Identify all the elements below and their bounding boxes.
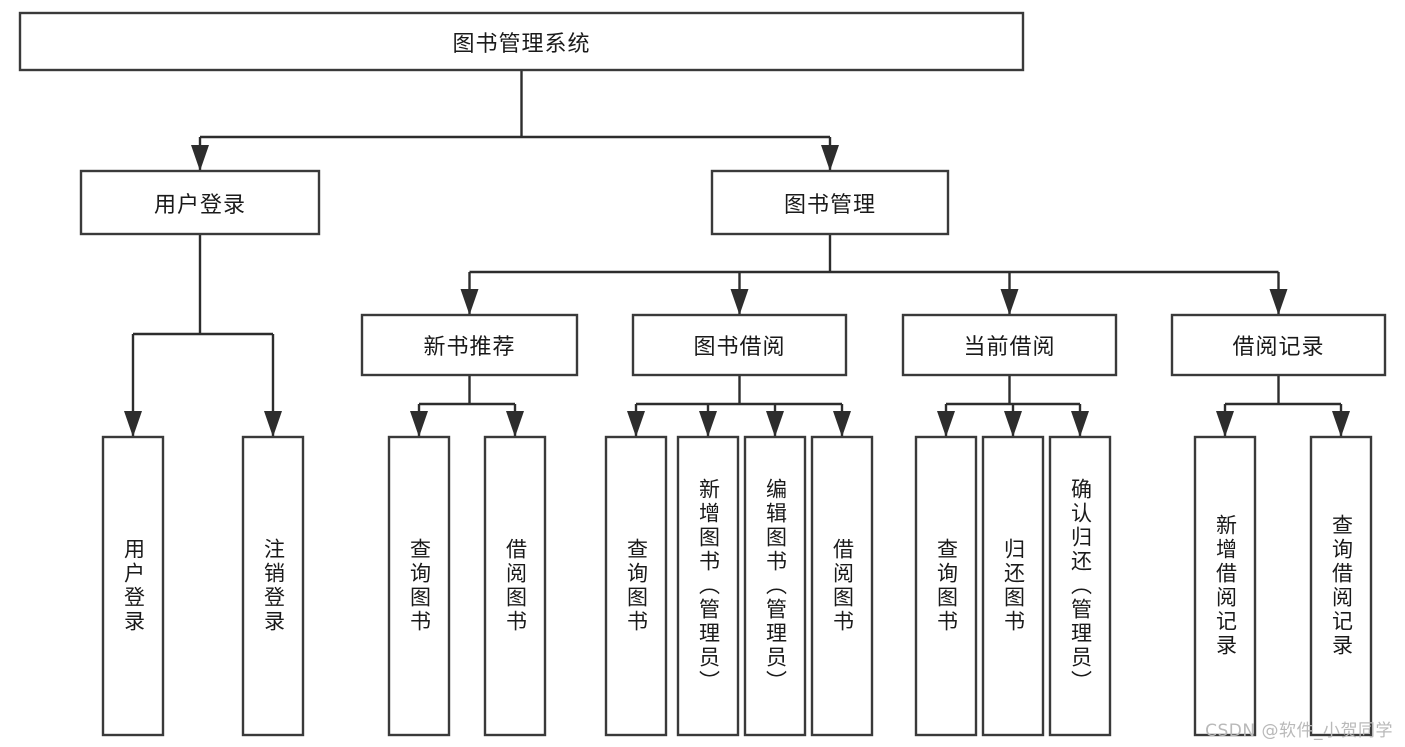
node-leaf-confirm-return[interactable] bbox=[1048, 435, 1112, 737]
node-leaf-query-book-borrow[interactable] bbox=[604, 435, 668, 737]
watermark-text: CSDN @软件_小贺同学 bbox=[1205, 721, 1393, 741]
node-new-book-recommend[interactable] bbox=[360, 313, 579, 377]
node-leaf-add-record[interactable] bbox=[1193, 435, 1257, 737]
arrow-icon-leaf-query-book-borrow bbox=[627, 411, 645, 437]
arrow-icon-leaf-query-record bbox=[1332, 411, 1350, 437]
arrow-icon-leaf-confirm-return bbox=[1071, 411, 1089, 437]
arrow-icon-leaf-user-login bbox=[124, 411, 142, 437]
arrow-icon-leaf-user-logout bbox=[264, 411, 282, 437]
arrow-icon-current-borrow bbox=[1000, 289, 1019, 315]
arrow-icon-leaf-edit-book bbox=[766, 411, 784, 437]
node-book-borrow[interactable] bbox=[631, 313, 848, 377]
connectors-layer bbox=[124, 70, 1350, 437]
arrow-icon-leaf-borrow-book bbox=[833, 411, 851, 437]
boxes-layer bbox=[18, 11, 1387, 737]
node-current-borrow[interactable] bbox=[901, 313, 1118, 377]
node-leaf-borrow-book-rec[interactable] bbox=[483, 435, 547, 737]
arrow-icon-leaf-borrow-book-rec bbox=[506, 411, 524, 437]
arrow-icon-leaf-query-book-current bbox=[937, 411, 955, 437]
arrow-icon-new-book-recommend bbox=[460, 289, 479, 315]
node-leaf-add-book[interactable] bbox=[676, 435, 740, 737]
node-borrow-record[interactable] bbox=[1170, 313, 1387, 377]
node-leaf-return-book[interactable] bbox=[981, 435, 1045, 737]
node-leaf-query-book-current[interactable] bbox=[914, 435, 978, 737]
arrow-icon-leaf-add-record bbox=[1216, 411, 1234, 437]
node-leaf-user-logout[interactable] bbox=[241, 435, 305, 737]
arrow-icon-leaf-return-book bbox=[1004, 411, 1022, 437]
node-leaf-query-book-rec[interactable] bbox=[387, 435, 451, 737]
node-root[interactable] bbox=[18, 11, 1025, 72]
arrow-icon-leaf-add-book bbox=[699, 411, 717, 437]
arrow-icon-book-manage bbox=[821, 145, 839, 171]
arrow-icon-borrow-record bbox=[1269, 289, 1288, 315]
arrow-icon-leaf-query-book-rec bbox=[410, 411, 428, 437]
node-book-manage[interactable] bbox=[710, 169, 950, 236]
arrow-icon-user-login bbox=[191, 145, 209, 171]
node-leaf-borrow-book[interactable] bbox=[810, 435, 874, 737]
arrow-icon-book-borrow bbox=[730, 289, 749, 315]
node-leaf-query-record[interactable] bbox=[1309, 435, 1373, 737]
node-leaf-edit-book[interactable] bbox=[743, 435, 807, 737]
node-leaf-user-login[interactable] bbox=[101, 435, 165, 737]
node-user-login[interactable] bbox=[79, 169, 321, 236]
